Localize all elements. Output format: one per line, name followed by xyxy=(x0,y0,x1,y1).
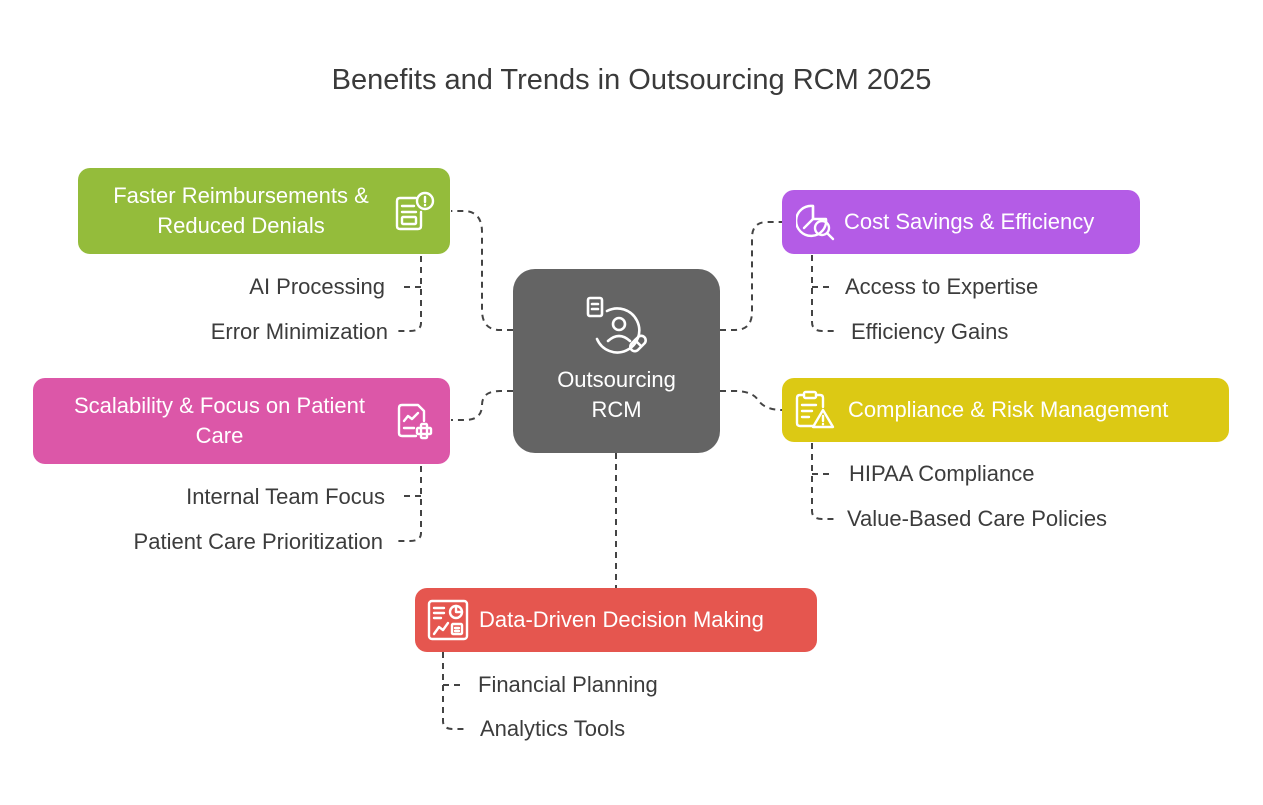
connector-scalability-items xyxy=(397,466,422,542)
connector-compliance-items xyxy=(811,443,835,520)
clipboard-warning-icon xyxy=(795,390,835,429)
connector-center-cost xyxy=(720,221,782,331)
item-analytics-tools: Analytics Tools xyxy=(480,716,626,741)
connector-cost-items xyxy=(811,255,835,332)
pie-chart-search-icon xyxy=(796,204,835,241)
connector-faster-items xyxy=(397,256,422,332)
item-access-to-expertise: Access to Expertise xyxy=(845,274,1039,299)
document-plus-icon xyxy=(397,403,433,440)
node-data-driven[interactable]: Data-Driven Decision Making xyxy=(415,588,817,652)
item-value-based-care-policies: Value-Based Care Policies xyxy=(847,506,1108,531)
center-node-label: Outsourcing RCM xyxy=(557,367,676,422)
dashboard-icon xyxy=(427,599,469,641)
item-financial-planning: Financial Planning xyxy=(478,672,658,697)
node-faster-reimbursements-label: Faster Reimbursements & Reduced Denials xyxy=(113,183,369,238)
connector-center-scalability xyxy=(451,390,513,421)
item-error-minimization: Error Minimization xyxy=(210,319,388,344)
node-faster-reimbursements[interactable]: Faster Reimbursements & Reduced Denials xyxy=(78,168,450,254)
document-alert-icon xyxy=(395,191,435,231)
node-cost-savings-label: Cost Savings & Efficiency xyxy=(844,209,1095,234)
item-patient-care-prioritization: Patient Care Prioritization xyxy=(133,529,383,554)
connector-data-items xyxy=(442,652,467,730)
center-node[interactable]: Outsourcing RCM xyxy=(513,269,720,453)
connector-center-faster xyxy=(451,210,513,331)
node-compliance[interactable]: Compliance & Risk Management xyxy=(782,378,1229,442)
node-cost-savings[interactable]: Cost Savings & Efficiency xyxy=(782,190,1140,254)
connector-center-compliance xyxy=(720,390,783,411)
item-hipaa-compliance: HIPAA Compliance xyxy=(849,461,1035,486)
item-internal-team-focus: Internal Team Focus xyxy=(186,484,385,509)
node-data-driven-label: Data-Driven Decision Making xyxy=(479,607,764,632)
patient-records-icon xyxy=(586,296,647,354)
diagram-title: Benefits and Trends in Outsourcing RCM 2… xyxy=(331,64,932,96)
node-compliance-label: Compliance & Risk Management xyxy=(848,397,1169,422)
item-ai-processing: AI Processing xyxy=(249,274,385,299)
item-efficiency-gains: Efficiency Gains xyxy=(851,319,1009,344)
node-scalability-label: Scalability & Focus on Patient Care xyxy=(73,393,366,448)
node-scalability[interactable]: Scalability & Focus on Patient Care xyxy=(33,378,450,464)
